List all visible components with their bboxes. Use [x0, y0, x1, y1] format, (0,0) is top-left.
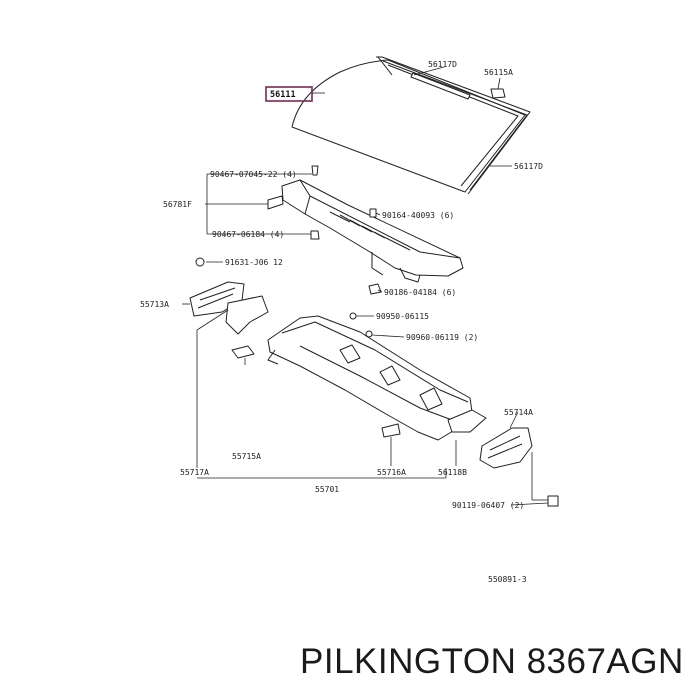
cowl-top-panel — [267, 179, 464, 283]
bracket-55716A — [381, 423, 401, 438]
molding-clip-56115A — [490, 88, 506, 99]
label-90164-40093: 90164-40093 (6) — [382, 211, 454, 220]
leader-lines — [182, 66, 549, 506]
label-56111: 56111 — [270, 90, 296, 100]
label-90950-06115: 90950-06115 — [376, 312, 429, 321]
cowl-lower-panel — [225, 295, 473, 441]
label-55716A: 55716A — [377, 468, 406, 477]
label-55713A: 55713A — [140, 300, 169, 309]
label-56115A: 56115A — [484, 68, 513, 77]
label-90119-06407: 90119-06407 (2) — [452, 501, 524, 510]
windshield-glass — [291, 59, 526, 193]
label-55715A: 55715A — [232, 452, 261, 461]
label-56117D-top: 56117D — [428, 60, 457, 69]
label-90467-06184: 90467-06184 (4) — [212, 230, 284, 239]
label-56781F: 56781F — [163, 200, 192, 209]
label-91631: 91631-J06 12 — [225, 258, 283, 267]
label-55701: 55701 — [315, 485, 339, 494]
label-550891-3: 550891-3 — [488, 575, 527, 584]
label-56117D: 56117D — [514, 162, 543, 171]
molding-strip-56117 — [410, 72, 471, 100]
label-56118B: 56118B — [438, 468, 467, 477]
label-90467-07045-22: 90467-07045-22 (4) — [210, 170, 297, 179]
highlight-box-56111 — [265, 86, 313, 102]
brand-part-number: PILKINGTON 8367AGN — [300, 642, 684, 681]
screw-icons-cowl — [310, 165, 382, 295]
windshield-molding — [376, 56, 531, 195]
label-55717A: 55717A — [180, 468, 209, 477]
label-90960-06119: 90960-06119 (2) — [406, 333, 478, 342]
part-labels: 56111 56117D 56115A 56117D 90467-07045-2… — [140, 60, 543, 584]
bracket-55715A — [231, 345, 255, 359]
label-90186-04184: 90186-04184 (6) — [384, 288, 456, 297]
side-bracket-55714A — [447, 409, 559, 507]
label-55714A: 55714A — [504, 408, 533, 417]
